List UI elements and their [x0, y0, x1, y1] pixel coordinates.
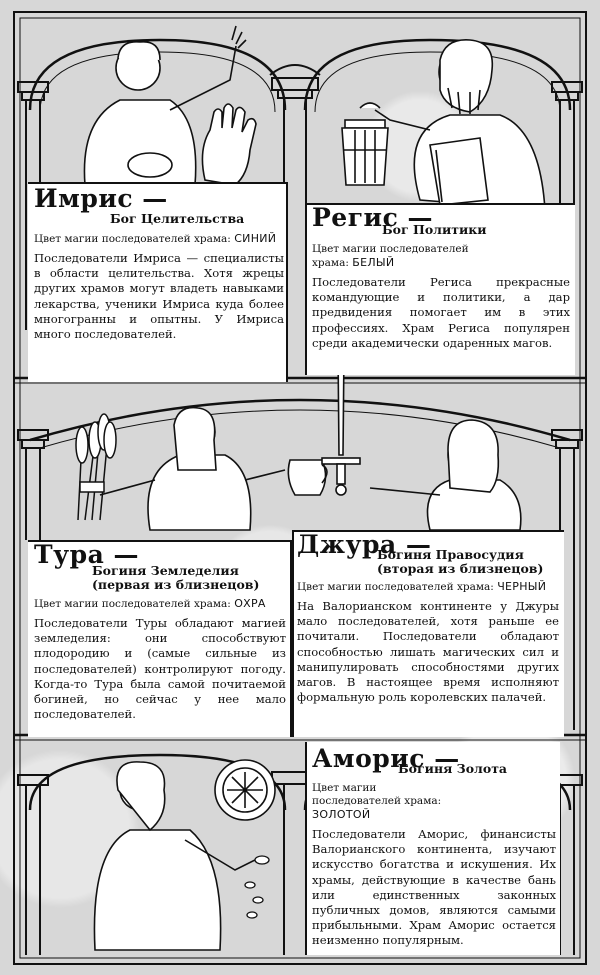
wheat-sheaf-icon [75, 413, 117, 521]
jura-magic-color: ЧЕРНЫЙ [497, 580, 547, 593]
jura-title-note: (вторая из близнецов) [377, 561, 544, 576]
outer-frame [13, 11, 587, 965]
imris-name: Имрис — [34, 184, 168, 213]
jura-figure [369, 419, 522, 531]
tura-magic-label: Цвет магии последователей храма: [34, 598, 231, 610]
amoris-text: Аморис — Богиня Золота Цвет магии послед… [312, 746, 556, 949]
amoris-magic-label: Цвет магии последователей храма: [312, 782, 442, 807]
jura-title: Богиня Правосудия [377, 547, 524, 562]
jura-panel [292, 530, 564, 737]
regis-name: Регис — [312, 203, 433, 232]
jura-name: Джура — [297, 530, 432, 559]
regis-title: Бог Политики [382, 222, 487, 237]
imris-description: Последователи Имриса — специалисты в обл… [34, 251, 284, 342]
jura-text: Джура — Богиня Правосудия (вторая из бли… [297, 532, 559, 705]
jug-icon [287, 459, 328, 496]
palm-hand-icon [201, 103, 257, 186]
imris-title: Бог Целительства [110, 211, 245, 226]
amoris-title: Богиня Золота [398, 761, 508, 776]
jura-description: На Валорианском континенте у Джуры мало … [297, 599, 559, 705]
tura-description: Последователи Туры обладают магией земле… [34, 616, 286, 722]
book-icon [429, 137, 489, 206]
lantern-icon [341, 102, 389, 186]
tura-panel [28, 540, 292, 737]
tura-title-note: (первая из близнецов) [92, 577, 260, 592]
tura-figure [99, 406, 286, 531]
amoris-panel [305, 742, 560, 955]
pillar-left-3 [17, 774, 49, 955]
medallion-icon [214, 759, 276, 821]
tura-magic-color: ОХРА [234, 597, 266, 610]
imris-text: Имрис — Бог Целительства Цвет магии посл… [34, 186, 284, 342]
tura-name: Тура — [34, 540, 139, 569]
regis-magic-color: БЕЛЫЙ [352, 256, 395, 269]
regis-text: Регис — Бог Политики Цвет магии последов… [312, 205, 570, 351]
amoris-description: Последователи Аморис, финансисты Валориа… [312, 827, 556, 948]
coins-icon [244, 855, 270, 919]
amoris-name: Аморис — [312, 744, 460, 773]
jura-magic-label: Цвет магии последователей храма: [297, 581, 494, 593]
amoris-magic-color: ЗОЛОТОЙ [312, 808, 371, 821]
pillar-left-2 [17, 429, 49, 540]
imris-figure [83, 25, 247, 186]
imris-magic-color: СИНИЙ [234, 232, 277, 245]
regis-panel [305, 203, 575, 375]
regis-magic-label: Цвет магии последователей храма: [312, 243, 469, 269]
tura-text: Тура — Богиня Земледелия (первая из близ… [34, 542, 286, 722]
imris-magic-label: Цвет магии последователей храма: [34, 233, 231, 245]
tura-title: Богиня Земледелия [92, 563, 239, 578]
imris-panel [28, 182, 288, 382]
amoris-figure [93, 761, 256, 951]
regis-description: Последователи Регисa прекрасные командую… [312, 275, 570, 350]
